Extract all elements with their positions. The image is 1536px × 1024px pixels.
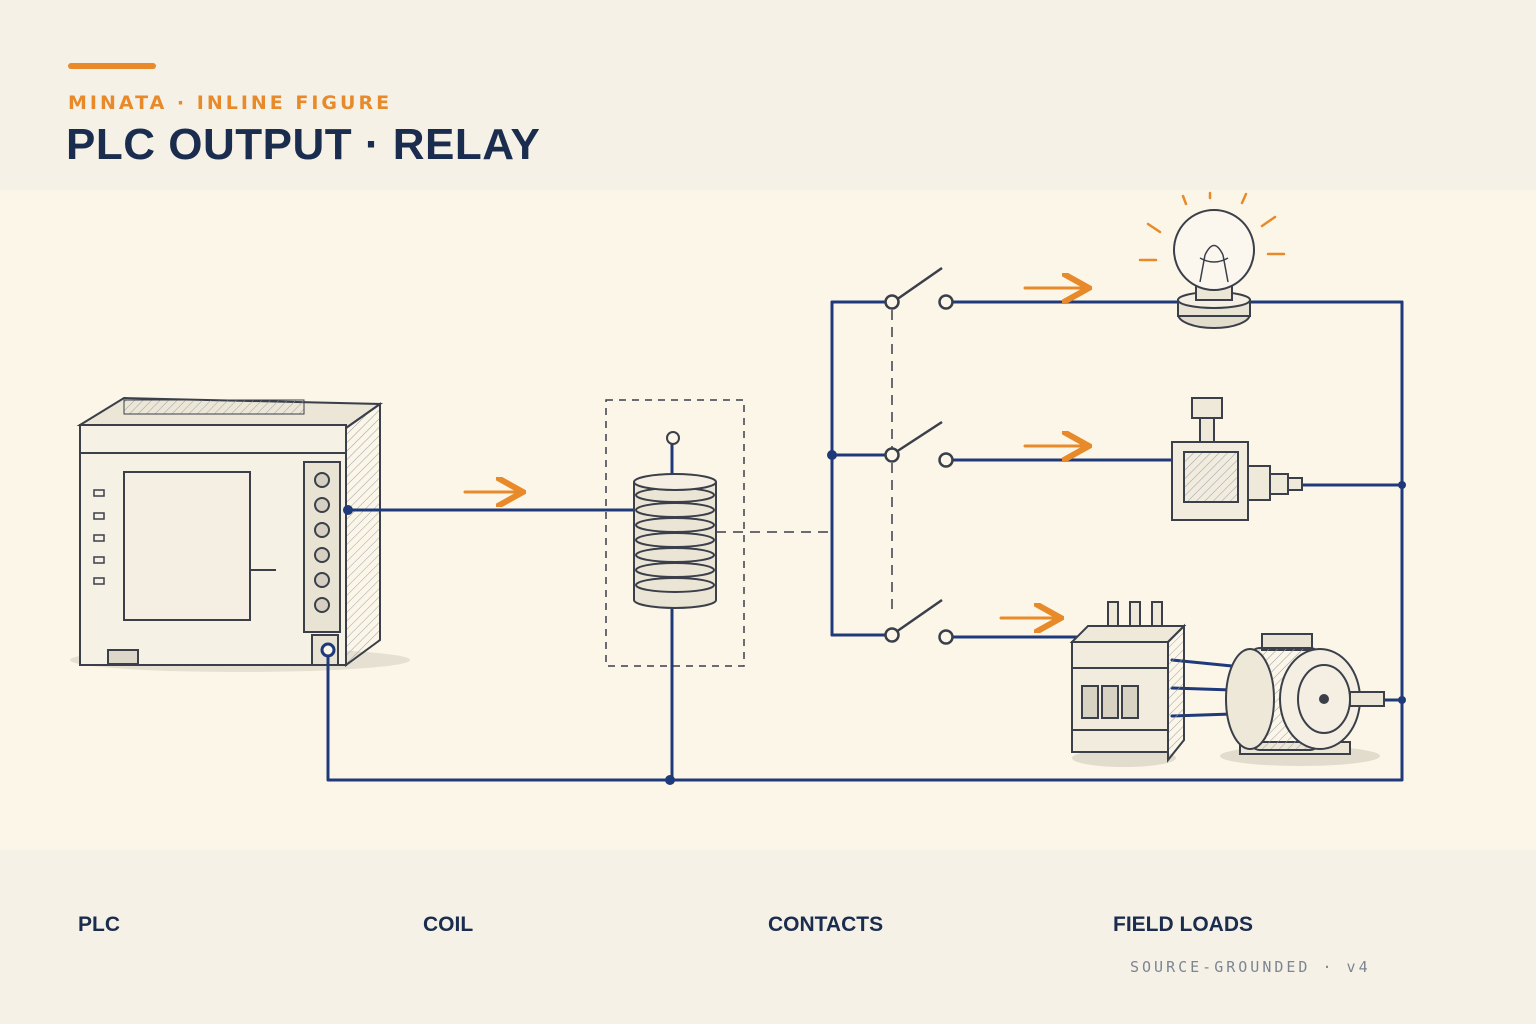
plc-cabinet (70, 396, 410, 672)
figure-footer: PLC COIL CONTACTS FIELD LOADS SOURCE-GRO… (0, 850, 1536, 1024)
label-plc: PLC (78, 913, 120, 936)
figure-title: PLC OUTPUT · RELAY (66, 120, 541, 169)
contact-switch (884, 598, 954, 645)
figure-header: MINATA · INLINE FIGURE PLC OUTPUT · RELA… (0, 0, 1536, 190)
electric-motor-icon (1220, 633, 1385, 766)
source-meta: SOURCE-GROUNDED · v4 (1130, 958, 1371, 976)
signal-arrows (463, 288, 1086, 618)
relay-coil (633, 431, 717, 609)
contactor-icon (1069, 601, 1187, 767)
diagram-area (0, 190, 1536, 850)
label-field-loads: FIELD LOADS (1113, 913, 1253, 936)
label-contacts: CONTACTS (768, 913, 884, 936)
plc-common-terminal (320, 642, 336, 658)
circuit-diagram (70, 191, 1406, 785)
light-bulb-icon (1138, 191, 1286, 329)
figure-kicker: MINATA · INLINE FIGURE (68, 92, 393, 114)
wire-junctions (343, 450, 1406, 785)
accent-bar (68, 63, 156, 69)
contact-switch (884, 420, 954, 468)
label-coil: COIL (423, 913, 474, 936)
solenoid-valve-icon (1171, 397, 1303, 521)
relay-enclosure (605, 399, 745, 667)
contact-switch (884, 266, 954, 310)
